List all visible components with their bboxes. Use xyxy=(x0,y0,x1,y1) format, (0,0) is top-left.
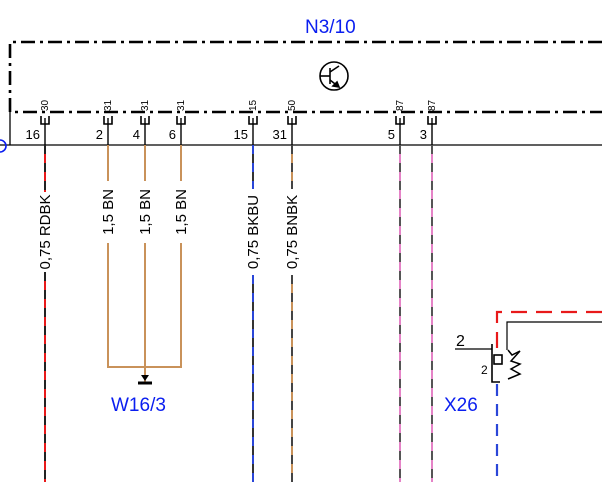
module-pin: 87 5 xyxy=(388,99,406,145)
wire-label: 1,5 BN xyxy=(173,189,190,235)
pin-top-label: 31 xyxy=(103,99,114,111)
module-pin: 30 16 xyxy=(26,99,51,145)
wire-label: 1,5 BN xyxy=(100,189,117,235)
module-pin: 31 2 xyxy=(96,99,114,145)
pin-bottom-label: 15 xyxy=(234,127,248,142)
module-pin: 31 4 xyxy=(133,99,151,145)
wire-bkbu[interactable]: 0,75 BKBU xyxy=(245,145,262,482)
connector-x26[interactable]: 2 2 xyxy=(455,310,602,482)
splice-w16-3 xyxy=(107,305,182,385)
module-label: N3/10 xyxy=(305,17,356,38)
pin-terminal-icon xyxy=(140,116,150,125)
wire-label: 0,75 BNBK xyxy=(284,195,301,269)
wire-bn-2[interactable]: 1,5 BN xyxy=(137,145,154,383)
pin-top-label: 31 xyxy=(140,99,151,111)
pin-top-label: 87 xyxy=(427,99,438,111)
pin-bottom-label: 16 xyxy=(26,127,40,142)
wire-label: 0,75 BKBU xyxy=(245,195,262,269)
x26-pin-terminal xyxy=(493,354,503,365)
pin-bottom-label: 6 xyxy=(169,127,176,142)
x26-feed-wire xyxy=(495,310,602,356)
pin-terminal-icon xyxy=(103,116,113,125)
pin-terminal-icon xyxy=(176,116,186,125)
module-pin: 50 31 xyxy=(273,99,298,145)
wire-label: 0,75 RDBK xyxy=(37,194,54,269)
pin-terminal-icon xyxy=(287,116,297,125)
wires: 0,75 RDBK 1,5 BN 1,5 BN 1,5 BN 0,75 BKBU… xyxy=(37,145,433,482)
pin-top-label: 15 xyxy=(248,99,259,111)
pin-terminal-icon xyxy=(395,116,405,125)
pin-bottom-label: 3 xyxy=(420,127,427,142)
module-pin: 31 6 xyxy=(169,99,187,145)
module-pin: 87 3 xyxy=(420,99,438,145)
pin-bottom-label: 5 xyxy=(388,127,395,142)
wire-label: 1,5 BN xyxy=(137,189,154,235)
module-housing xyxy=(8,40,602,114)
x26-pin-outer: 2 xyxy=(456,333,465,350)
x26-label: X26 xyxy=(444,395,478,416)
wire-bn-1[interactable]: 1,5 BN xyxy=(100,145,117,305)
x26-resistor-icon xyxy=(507,349,522,380)
x26-pin-inner: 2 xyxy=(481,363,488,377)
pin-bottom-label: 2 xyxy=(96,127,103,142)
pin-terminal-icon xyxy=(40,116,50,125)
x26-output-wire xyxy=(506,321,602,350)
pin-top-label: 30 xyxy=(40,99,51,111)
wire-bn-3[interactable]: 1,5 BN xyxy=(173,145,190,305)
wire-bnbk[interactable]: 0,75 BNBK xyxy=(284,145,301,482)
x26-housing-bracket xyxy=(491,344,500,383)
pin-top-label: 87 xyxy=(395,99,406,111)
splice-arrow-icon xyxy=(141,375,149,381)
pin-bottom-label: 31 xyxy=(273,127,287,142)
pin-bottom-label: 4 xyxy=(133,127,140,142)
transistor-icon xyxy=(319,61,349,91)
continuation-arc xyxy=(0,139,7,153)
splice-label: W16/3 xyxy=(111,395,166,416)
pin-terminal-icon xyxy=(427,116,437,125)
pin-terminal-icon xyxy=(248,116,258,125)
pin-top-label: 31 xyxy=(176,99,187,111)
wire-rdbk[interactable]: 0,75 RDBK xyxy=(37,145,54,482)
pin-top-label: 50 xyxy=(287,99,298,111)
